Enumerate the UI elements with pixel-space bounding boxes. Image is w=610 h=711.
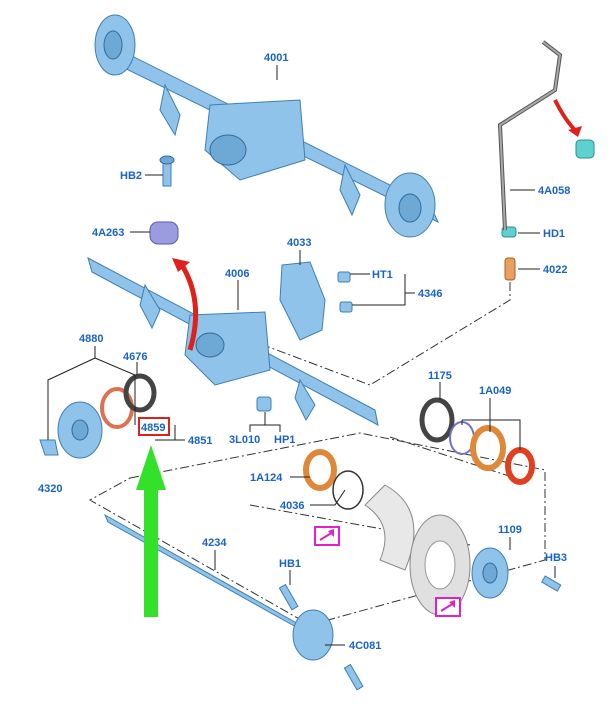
small-fittings: [149, 139, 595, 412]
axle-housing: [87, 257, 379, 426]
label-4001[interactable]: 4001: [264, 52, 288, 64]
right-seals: [303, 397, 535, 510]
label-4a263[interactable]: 4A263: [92, 227, 124, 239]
label-3l010[interactable]: 3L010: [229, 434, 260, 446]
assembly-dash-lines: [88, 282, 546, 626]
highlight-box: [138, 417, 170, 436]
label-hd1[interactable]: HD1: [543, 228, 565, 240]
vent-hose: [497, 40, 563, 231]
hub-and-seals: [39, 373, 157, 459]
label-1a049[interactable]: 1A049: [479, 385, 511, 397]
leader-lines: [47, 65, 556, 646]
label-4a058[interactable]: 4A058: [538, 185, 570, 197]
label-hb1[interactable]: HB1: [279, 558, 301, 570]
label-4859[interactable]: 4859: [141, 422, 165, 434]
part-labels: 4001 HB2 4A263 4033 4006 HT1 4346 4880 4…: [38, 52, 570, 652]
label-1a124[interactable]: 1A124: [250, 472, 283, 484]
complete-axle-assembly: [94, 14, 440, 238]
label-4033[interactable]: 4033: [287, 237, 311, 249]
magenta-arrow-icon[interactable]: [435, 597, 461, 617]
label-1109[interactable]: 1109: [498, 524, 522, 536]
label-4022[interactable]: 4022: [543, 264, 567, 276]
label-1175[interactable]: 1175: [428, 370, 452, 382]
label-4006[interactable]: 4006: [225, 268, 249, 280]
magenta-arrow-icon[interactable]: [314, 526, 340, 546]
label-4234[interactable]: 4234: [202, 537, 227, 549]
label-4036[interactable]: 4036: [280, 500, 304, 512]
label-4c081[interactable]: 4C081: [349, 640, 381, 652]
red-curved-arrow: [177, 260, 199, 351]
label-4851[interactable]: 4851: [188, 435, 212, 447]
differential-cover: [279, 261, 326, 341]
label-hb3[interactable]: HB3: [545, 552, 567, 564]
brake-shield-and-rotor: [364, 484, 509, 616]
green-up-arrow: [136, 445, 166, 617]
label-4880[interactable]: 4880: [79, 333, 103, 345]
label-hb2[interactable]: HB2: [120, 170, 142, 182]
label-4346[interactable]: 4346: [418, 288, 442, 300]
label-4676[interactable]: 4676: [123, 351, 147, 363]
label-ht1[interactable]: HT1: [372, 269, 393, 281]
label-4320[interactable]: 4320: [38, 483, 62, 495]
label-hp1[interactable]: HP1: [274, 434, 295, 446]
